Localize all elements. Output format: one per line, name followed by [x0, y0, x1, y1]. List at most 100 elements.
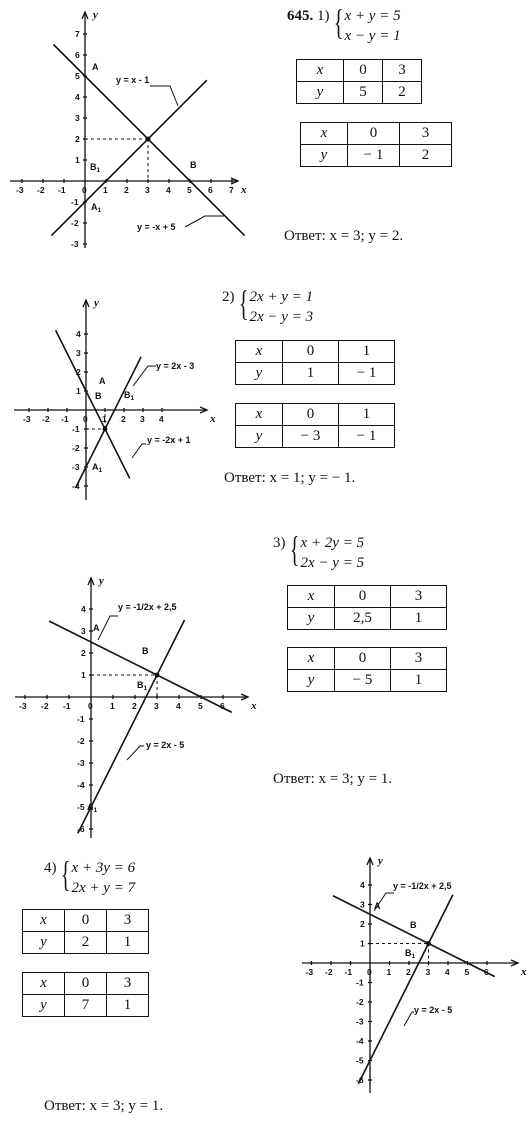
- x-tick-label: 3: [140, 414, 145, 424]
- x-axis-arrow: [510, 959, 520, 967]
- x-axis-label: x: [240, 184, 247, 196]
- problem-label: 1): [317, 8, 330, 24]
- y-tick-label: 3: [75, 113, 80, 123]
- y-tick-label: -1: [356, 978, 364, 988]
- x-axis-arrow: [199, 406, 209, 414]
- table-cell: 2: [382, 81, 422, 104]
- x-tick-label: 1: [103, 185, 108, 195]
- answer: Ответ: x = 3; y = 1.: [273, 771, 393, 787]
- x-tick-label: -3: [19, 701, 27, 711]
- y-axis-arrow: [82, 298, 90, 308]
- x-axis-label: x: [520, 966, 527, 978]
- leader-line: [97, 615, 118, 641]
- leader-line: [403, 1011, 414, 1027]
- y-tick-label: -1: [77, 714, 85, 724]
- x-axis-arrow: [230, 177, 240, 185]
- y-tick-label: -3: [77, 758, 85, 768]
- y-axis-label: y: [92, 297, 99, 309]
- x-tick-label: -2: [42, 414, 50, 424]
- point-label: B1: [137, 680, 148, 692]
- y-tick-label: 4: [75, 92, 80, 102]
- y-axis-label: y: [376, 855, 383, 867]
- x-tick-label: 3: [145, 185, 150, 195]
- point-label: B: [410, 920, 417, 930]
- y-tick-label: 7: [75, 29, 80, 39]
- line-label: y = -x + 5: [137, 222, 176, 232]
- x-tick-label: 4: [445, 967, 450, 977]
- table-header: y: [300, 144, 348, 167]
- leader-line: [373, 892, 394, 912]
- x-tick-label: 2: [406, 967, 411, 977]
- system-2: 2) { 2x + y = 1 2x − y = 3: [222, 285, 314, 328]
- x-tick-label: 0: [367, 967, 372, 977]
- point-label: B: [95, 391, 102, 401]
- x-tick-label: 0: [88, 701, 93, 711]
- problem-label: 2): [222, 289, 235, 305]
- answer: Ответ: x = 1; y = − 1.: [224, 470, 356, 486]
- x-tick-label: 5: [187, 185, 192, 195]
- leader-line: [132, 365, 156, 387]
- x-tick-label: -3: [23, 414, 31, 424]
- line-label: y = -2x + 1: [147, 435, 191, 445]
- equation: 2x − y = 5: [300, 555, 365, 572]
- graph-line: [50, 79, 208, 237]
- problem-number: 645.: [287, 8, 314, 24]
- x-tick-label: -2: [325, 967, 333, 977]
- line-label: y = 2x - 3: [156, 361, 194, 371]
- table-cell: 2: [399, 144, 452, 167]
- leader-line: [184, 215, 224, 228]
- y-axis-arrow: [87, 576, 95, 586]
- y-tick-label: -5: [356, 1056, 364, 1066]
- intersection-point: [426, 941, 431, 946]
- point-label: A1: [87, 802, 98, 814]
- intersection-point: [145, 136, 151, 142]
- intersection-point: [102, 426, 108, 432]
- y-tick-label: -2: [72, 443, 80, 453]
- problem-label: 3): [273, 535, 286, 551]
- y-tick-label: -3: [356, 1017, 364, 1027]
- line-label: y = 2x - 5: [146, 740, 184, 750]
- y-tick-label: 2: [75, 134, 80, 144]
- x-axis-label: x: [250, 700, 257, 712]
- point-label: B1: [405, 948, 416, 960]
- line-label: y = 2x - 5: [414, 1005, 452, 1015]
- graph-line: [332, 895, 496, 978]
- table-cell: − 1: [338, 425, 395, 448]
- equation: 2x + y = 7: [71, 880, 136, 897]
- y-tick-label: -5: [77, 802, 85, 812]
- x-tick-label: 1: [387, 967, 392, 977]
- point-label: A: [92, 62, 99, 72]
- line-label: y = -1/2x + 2,5: [393, 881, 452, 891]
- y-tick-label: -1: [71, 197, 79, 207]
- system-1: 645. 1) { x + y = 5 x − y = 1: [287, 4, 401, 47]
- x-tick-label: -3: [306, 967, 314, 977]
- point-label: A: [374, 901, 381, 911]
- y-axis-arrow: [366, 856, 374, 866]
- equation: x + y = 5: [344, 8, 401, 24]
- x-tick-label: -1: [58, 185, 66, 195]
- x-tick-label: -3: [16, 185, 24, 195]
- x-tick-label: 1: [102, 414, 107, 424]
- x-tick-label: -1: [61, 414, 69, 424]
- table-cell: 2: [64, 931, 107, 954]
- y-tick-label: 1: [75, 155, 80, 165]
- y-tick-label: -6: [77, 824, 85, 834]
- y-tick-label: 2: [76, 367, 81, 377]
- x-tick-label: 4: [176, 701, 181, 711]
- point-label: A1: [92, 462, 103, 474]
- equation: 2x − y = 3: [249, 309, 314, 326]
- line-label: y = x - 1: [116, 75, 149, 85]
- x-tick-label: 3: [154, 701, 159, 711]
- x-tick-label: 5: [465, 967, 470, 977]
- y-tick-label: 5: [75, 71, 80, 81]
- x-tick-label: -2: [41, 701, 49, 711]
- y-tick-label: -1: [72, 424, 80, 434]
- answer: Ответ: x = 3; y = 1.: [44, 1098, 164, 1114]
